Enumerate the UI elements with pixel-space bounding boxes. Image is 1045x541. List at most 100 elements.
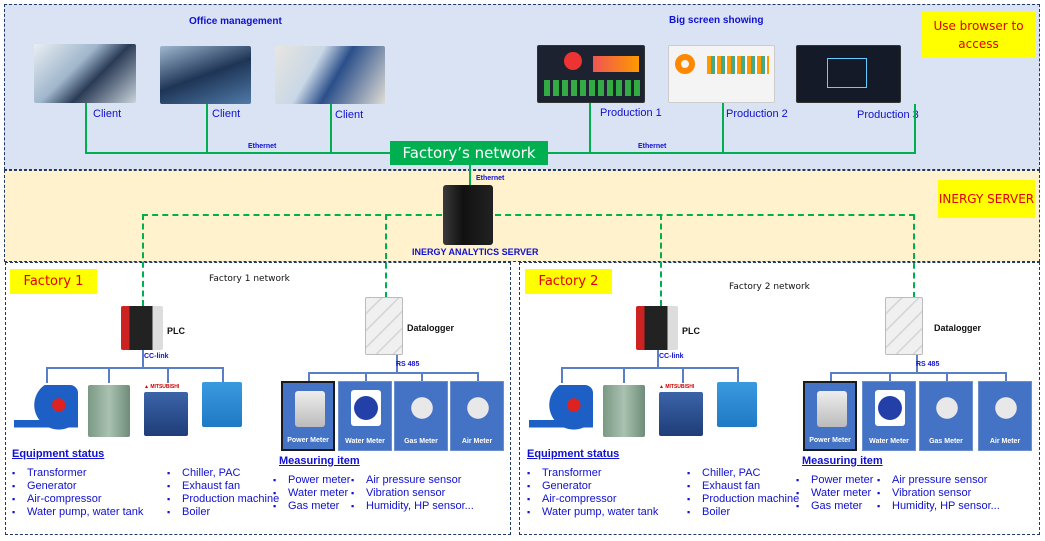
- equipment-item: Chiller, PAC: [687, 467, 761, 479]
- air-meter-icon: [463, 390, 493, 426]
- rs485-line: [396, 355, 398, 373]
- air-compressor-image: [202, 382, 242, 427]
- meter-label: Gas Meter: [404, 438, 438, 445]
- measuring-item: Air pressure sensor: [351, 474, 461, 486]
- rs485-line: [916, 355, 918, 373]
- equipment-item: Production machine: [687, 493, 799, 505]
- ethernet-line: [914, 104, 916, 153]
- cc-link-label: CC-link: [144, 353, 169, 360]
- rs485-line: [421, 372, 423, 382]
- measuring-item: Gas meter: [273, 500, 339, 512]
- equipment-item: Air-compressor: [527, 493, 616, 505]
- inergy-server-text: INERGY SERVER: [938, 192, 1035, 206]
- rs485-line: [889, 372, 891, 382]
- ethernet-line: [85, 103, 87, 153]
- factory-link-dashed: [913, 214, 915, 298]
- transformer-image: [88, 385, 130, 437]
- cc-link-line: [682, 367, 684, 383]
- cc-link-line: [142, 350, 144, 368]
- factory-label-text: Factory 2: [538, 274, 599, 289]
- factory-network-label: Factory 2 network: [729, 282, 810, 292]
- browser-access-note: Use browser to access: [922, 12, 1035, 58]
- meter-label: Air Meter: [989, 438, 1021, 445]
- equipment-item: Exhaust fan: [167, 480, 240, 492]
- equipment-status-title: Equipment status: [527, 448, 620, 460]
- cc-link-line: [222, 367, 224, 383]
- plc-image: [636, 306, 678, 350]
- meter-tile: Water Meter: [338, 381, 392, 451]
- equipment-item: Water pump, water tank: [12, 506, 143, 518]
- cc-link-line: [737, 367, 739, 383]
- cc-link-line: [46, 367, 223, 369]
- meter-tile: Water Meter: [862, 381, 916, 451]
- transformer-image: [603, 385, 645, 437]
- inergy-server-badge: INERGY SERVER: [938, 180, 1035, 218]
- meter-tile: Air Meter: [978, 381, 1032, 451]
- equipment-item: Transformer: [527, 467, 601, 479]
- measuring-item: Vibration sensor: [351, 487, 445, 499]
- client-image-1: [34, 44, 136, 103]
- generator-image: [144, 392, 188, 436]
- production-label-3: Production 3: [857, 109, 919, 121]
- production-label-1: Production 1: [600, 107, 662, 119]
- datalogger-label: Datalogger: [407, 323, 455, 333]
- plc-label: PLC: [167, 326, 185, 336]
- equipment-item: Exhaust fan: [687, 480, 760, 492]
- measuring-item: Power meter: [796, 474, 873, 486]
- factory-label: Factory 1: [10, 269, 97, 294]
- air-compressor-image: [717, 382, 757, 427]
- plc-label: PLC: [682, 326, 700, 336]
- meter-tile: Power Meter: [281, 381, 335, 451]
- client-image-2: [160, 46, 251, 104]
- rs485-line: [308, 372, 479, 374]
- equipment-item: Production machine: [167, 493, 279, 505]
- factory-link-dashed: [385, 214, 387, 298]
- measuring-item: Water meter: [273, 487, 348, 499]
- server-zone: [4, 170, 1040, 262]
- dashboard-image-1: [537, 45, 645, 103]
- factory-network-box: Factory’s network: [390, 141, 548, 165]
- meter-label: Gas Meter: [929, 438, 963, 445]
- factory-link-dashed: [495, 214, 915, 216]
- rs485-line: [1005, 372, 1007, 382]
- measuring-item: Power meter: [273, 474, 350, 486]
- measuring-item: Water meter: [796, 487, 871, 499]
- ethernet-line: [330, 104, 332, 153]
- rs485-label: RS 485: [396, 361, 420, 368]
- power-meter-icon: [817, 391, 847, 427]
- equipment-item: Generator: [12, 480, 76, 492]
- equipment-item: Water pump, water tank: [527, 506, 658, 518]
- dashboard-image-2: [668, 45, 775, 103]
- factory-link-dashed: [142, 214, 442, 216]
- measuring-item-title: Measuring item: [802, 455, 883, 467]
- cc-link-line: [46, 367, 48, 383]
- ethernet-line: [85, 152, 391, 154]
- mitsubishi-logo: ▲ MITSUBISHI: [144, 384, 180, 390]
- water-pump-image: [14, 385, 78, 435]
- meter-label: Power Meter: [809, 437, 851, 444]
- factory-link-dashed: [142, 214, 144, 306]
- equipment-item: Boiler: [687, 506, 730, 518]
- measuring-item: Vibration sensor: [877, 487, 971, 499]
- equipment-item: Air-compressor: [12, 493, 101, 505]
- equipment-item: Boiler: [167, 506, 210, 518]
- datalogger-image: [365, 297, 403, 355]
- rs485-line: [365, 372, 367, 382]
- factory-link-dashed: [660, 214, 662, 306]
- cc-link-line: [623, 367, 625, 383]
- cc-link-line: [167, 367, 169, 383]
- factory-label: Factory 2: [525, 269, 612, 294]
- cc-link-line: [657, 350, 659, 368]
- meter-tile: Power Meter: [803, 381, 857, 451]
- ethernet-line: [206, 104, 208, 153]
- meter-label: Water Meter: [345, 438, 385, 445]
- rs485-label: RS 485: [916, 361, 940, 368]
- cc-link-line: [561, 367, 738, 369]
- power-meter-icon: [295, 391, 325, 427]
- rs485-line: [830, 372, 1007, 374]
- meter-label: Water Meter: [869, 438, 909, 445]
- measuring-item-title: Measuring item: [279, 455, 360, 467]
- measuring-item: Air pressure sensor: [877, 474, 987, 486]
- meter-tile: Air Meter: [450, 381, 504, 451]
- ethernet-line: [722, 103, 724, 153]
